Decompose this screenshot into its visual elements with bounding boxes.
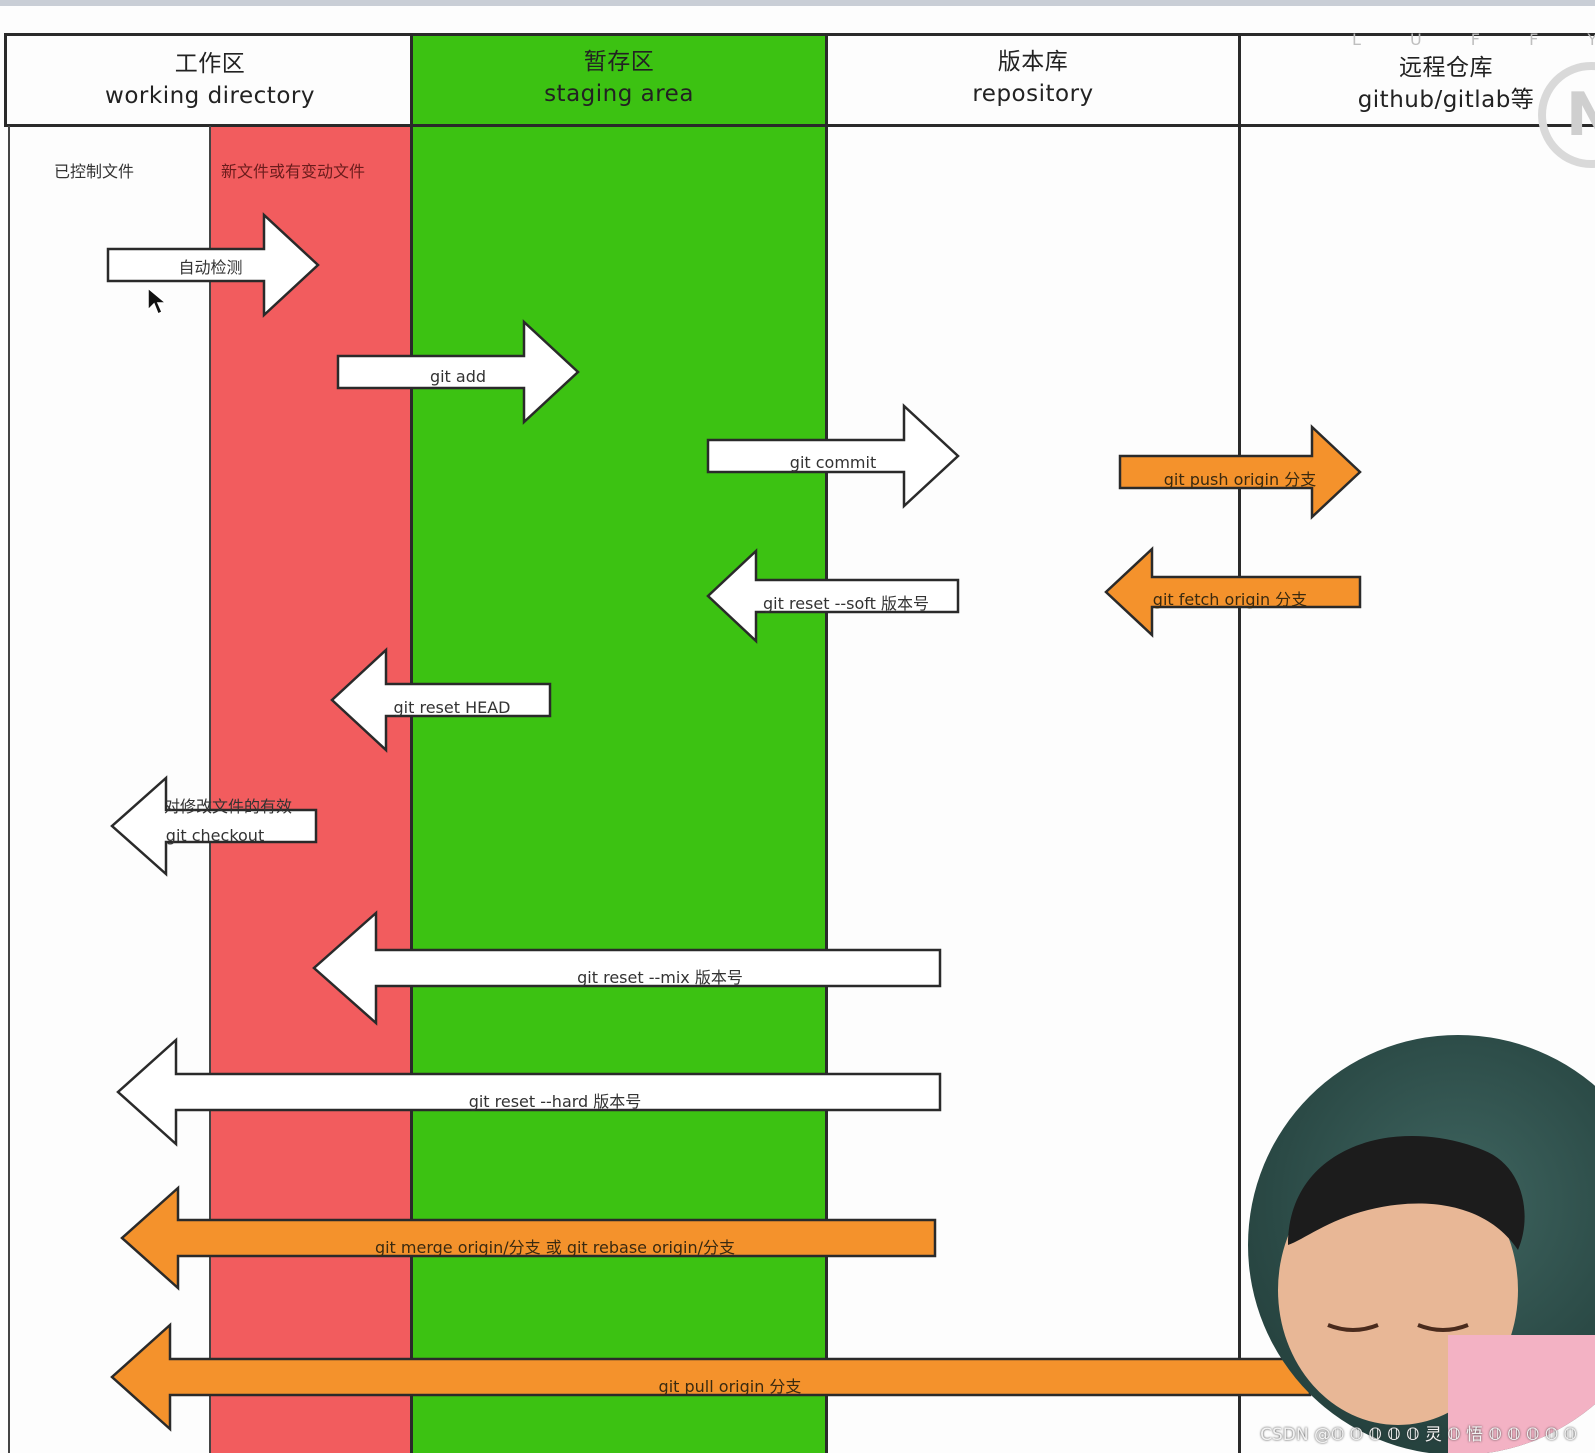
- arrow-label-git-reset-head: git reset HEAD: [393, 698, 511, 717]
- presenter-hair: [1288, 1135, 1525, 1250]
- arrow-label-git-merge-rebase: git merge origin/分支 或 git rebase origin/…: [374, 1238, 736, 1257]
- column-title-repository-zh: 版本库: [997, 49, 1069, 75]
- checkout-note: 对修改文件的有效: [164, 797, 293, 816]
- luffy-watermark: L U F F Y C I T: [1352, 30, 1595, 49]
- arrow-git-reset-head: [330, 647, 552, 753]
- arrow-label-git-pull: git pull origin 分支: [658, 1377, 802, 1396]
- arrow-label-git-reset-hard: git reset --hard 版本号: [468, 1092, 642, 1111]
- staging-area-band: [412, 36, 827, 1453]
- divider-changed-files: [209, 126, 211, 1453]
- column-title-staging: 暂存区 staging area: [413, 46, 825, 110]
- left-border: [4, 33, 7, 127]
- column-title-staging-zh: 暂存区: [583, 49, 655, 75]
- arrow-label-auto-detect: 自动检测: [178, 258, 243, 277]
- arrow-git-add: [336, 319, 580, 425]
- presenter-shirt: [1448, 1335, 1595, 1453]
- tracked-files-label: 已控制文件: [54, 162, 135, 181]
- arrow-label-git-checkout: git checkout: [165, 826, 265, 845]
- column-title-staging-en: staging area: [544, 81, 694, 107]
- arrow-label-git-reset-mix: git reset --mix 版本号: [577, 968, 743, 987]
- arrow-git-checkout: [110, 775, 318, 877]
- changed-files-label: 新文件或有变动文件: [221, 162, 366, 181]
- arrow-git-merge-rebase: [120, 1185, 937, 1291]
- mouse-cursor-icon: [147, 286, 166, 316]
- arrow-label-git-push: git push origin 分支: [1163, 470, 1317, 489]
- arrow-git-push: [1118, 424, 1362, 520]
- column-title-remote-zh: 远程仓库: [1399, 55, 1493, 81]
- arrow-label-git-reset-soft: git reset --soft 版本号: [763, 594, 929, 613]
- arrow-git-reset-hard: [116, 1037, 942, 1147]
- divider-working-staging: [410, 33, 413, 1453]
- arrow-git-reset-soft: [706, 548, 960, 644]
- arrow-auto-detect: [106, 212, 320, 318]
- presenter-webcam: [1248, 1035, 1595, 1453]
- column-title-remote-en: github/gitlab等: [1357, 87, 1535, 113]
- column-title-working-zh: 工作区: [174, 51, 246, 77]
- arrow-label-git-fetch: git fetch origin 分支: [1152, 590, 1308, 609]
- csdn-credit: CSDN @𝕆 𝕆 𝕆 𝕆 𝕆 灵 𝕆 悟 𝕆 𝕆 𝕆 𝕆 𝕆: [1260, 1425, 1577, 1445]
- arrow-git-pull: [110, 1322, 1312, 1432]
- column-title-remote: 远程仓库 github/gitlab等: [1241, 52, 1595, 116]
- column-title-working-en: working directory: [105, 83, 315, 109]
- column-title-repository-en: repository: [972, 81, 1094, 107]
- arrow-git-fetch: [1104, 546, 1362, 638]
- header-top-line: [4, 33, 1595, 36]
- left-border-lower: [8, 126, 10, 1453]
- divider-repo-remote: [1238, 33, 1241, 1453]
- arrow-label-git-add: git add: [429, 367, 487, 386]
- window-top-bar: [0, 0, 1595, 6]
- arrow-label-git-commit: git commit: [789, 453, 877, 472]
- presenter-left-eye: [1327, 1323, 1379, 1332]
- column-title-repository: 版本库 repository: [828, 46, 1238, 110]
- header-bottom-line: [4, 124, 1595, 127]
- arrow-git-commit: [706, 403, 960, 509]
- presenter-right-eye: [1417, 1323, 1469, 1332]
- presenter-face-illustration: [1278, 1135, 1595, 1453]
- divider-staging-repo: [825, 33, 828, 1453]
- column-title-working: 工作区 working directory: [10, 48, 410, 112]
- arrow-git-reset-mix: [312, 910, 942, 1026]
